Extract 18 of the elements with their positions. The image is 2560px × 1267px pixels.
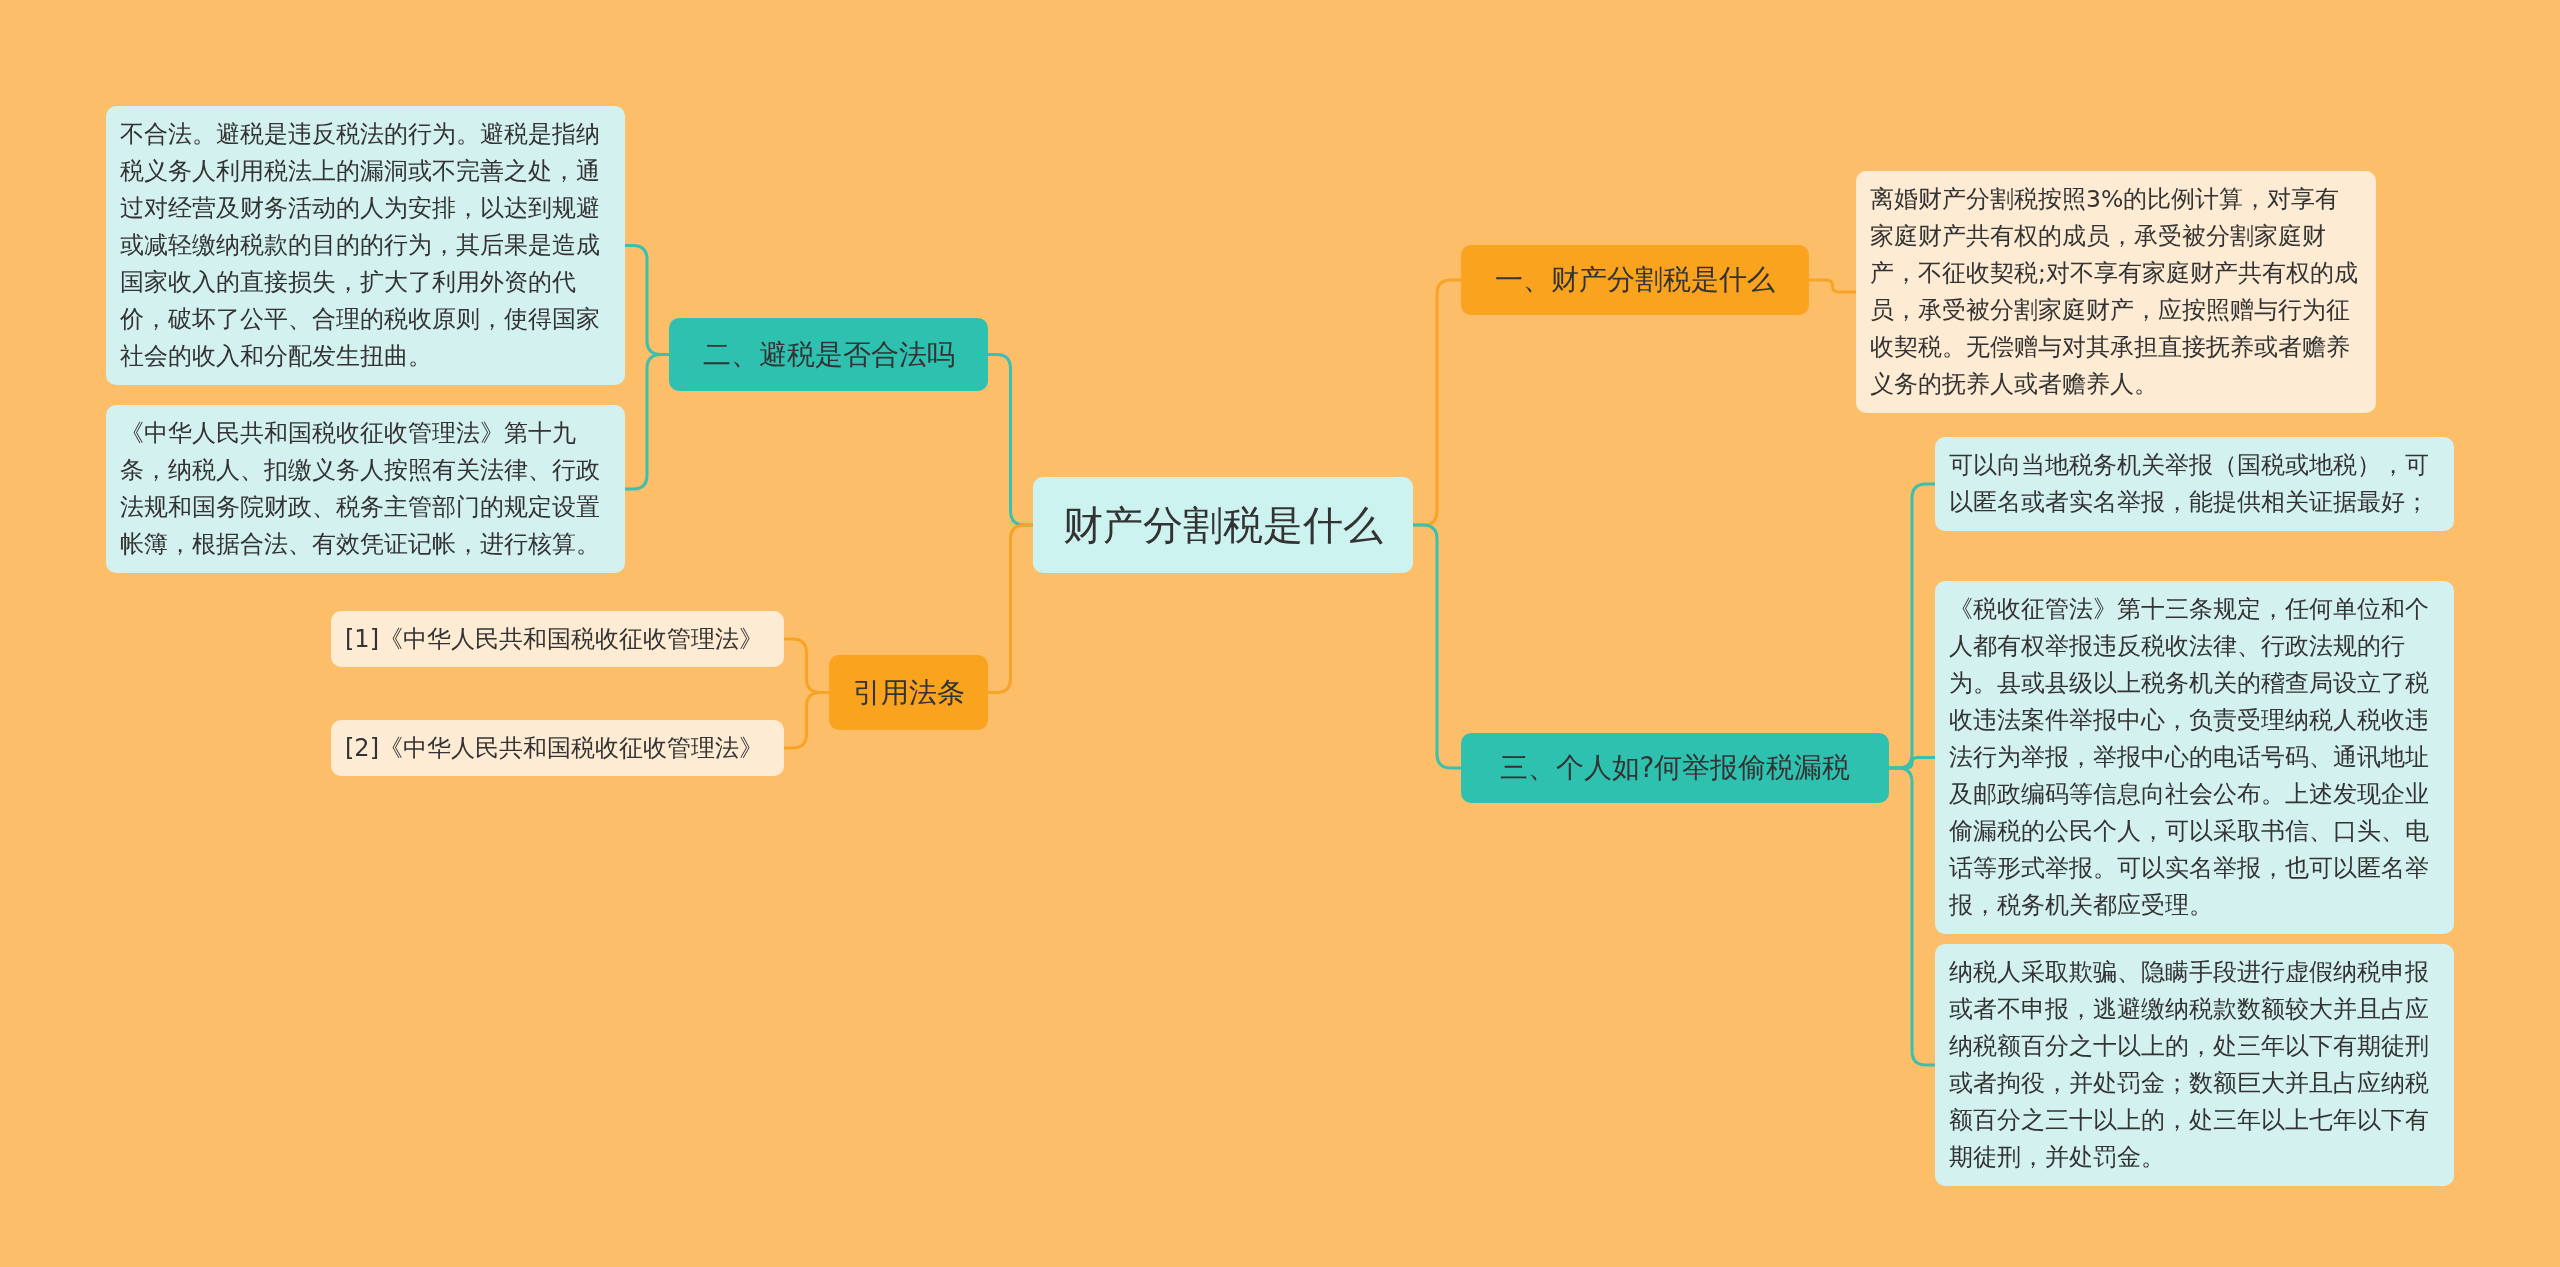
connector-line	[1413, 523, 1461, 770]
citation-box: [1]《中华人民共和国税收征收管理法》	[331, 611, 784, 667]
connector-line	[625, 353, 669, 491]
branch-box: 二、避税是否合法吗	[669, 318, 988, 391]
note-box: 《税收征管法》第十三条规定，任何单位和个人都有权举报违反税收法律、行政法规的行为。县或县级以上税务机关的稽查局设立了税收违法案件举报中心，负责受理纳税人税收违法行为举报，举报中心的电话号码、通讯地址及邮政编码等信息向社会公布。上述发现企业偷漏税的公民个人，可以采取书信、口头、电话等形式举报。可以实名举报，也可以匿名举报，税务机关都应受理。	[1935, 581, 2454, 934]
note-box: 可以向当地税务机关举报（国税或地税），可以匿名或者实名举报，能提供相关证据最好；	[1935, 437, 2454, 531]
topic-box: 财产分割税是什么	[1033, 477, 1413, 573]
note-box: 离婚财产分割税按照3%的比例计算，对享有家庭财产共有权的成员，承受被分割家庭财产，不征收契税;对不享有家庭财产共有权的成员，承受被分割家庭财产，应按照赠与行为征收契税。无偿赠与对其承担直接抚养或者赡养义务的抚养人或者赡养人。	[1856, 171, 2376, 413]
branch-box: 三、个人如?何举报偷税漏税	[1461, 733, 1889, 803]
note-box: 《中华人民共和国税收征收管理法》第十九条，纳税人、扣缴义务人按照有关法律、行政法规和国务院财政、税务主管部门的规定设置帐簿，根据合法、有效凭证记帐，进行核算。	[106, 405, 625, 573]
note-box: 不合法。避税是违反税法的行为。避税是指纳税义务人利用税法上的漏洞或不完善之处，通过对经营及财务活动的人为安排，以达到规避或减轻缴纳税款的目的的行为，其后果是造成国家收入的直接损失，扩大了利用外资的代价，破坏了公平、合理的税收原则，使得国家社会的收入和分配发生扭曲。	[106, 106, 625, 385]
citation-box: [2]《中华人民共和国税收征收管理法》	[331, 720, 784, 776]
connector-line	[1809, 278, 1856, 294]
connector-line	[988, 523, 1033, 694]
branch-box: 引用法条	[829, 655, 988, 730]
connector-line	[1889, 766, 1935, 1067]
note-box: 纳税人采取欺骗、隐瞒手段进行虚假纳税申报或者不申报，逃避缴纳税款数额较大并且占应纳税额百分之十以上的，处三年以下有期徒刑或者拘役，并处罚金；数额巨大并且占应纳税额百分之三十以上的，处三年以上七年以下有期徒刑，并处罚金。	[1935, 944, 2454, 1186]
branch-box: 一、财产分割税是什么	[1461, 245, 1809, 315]
